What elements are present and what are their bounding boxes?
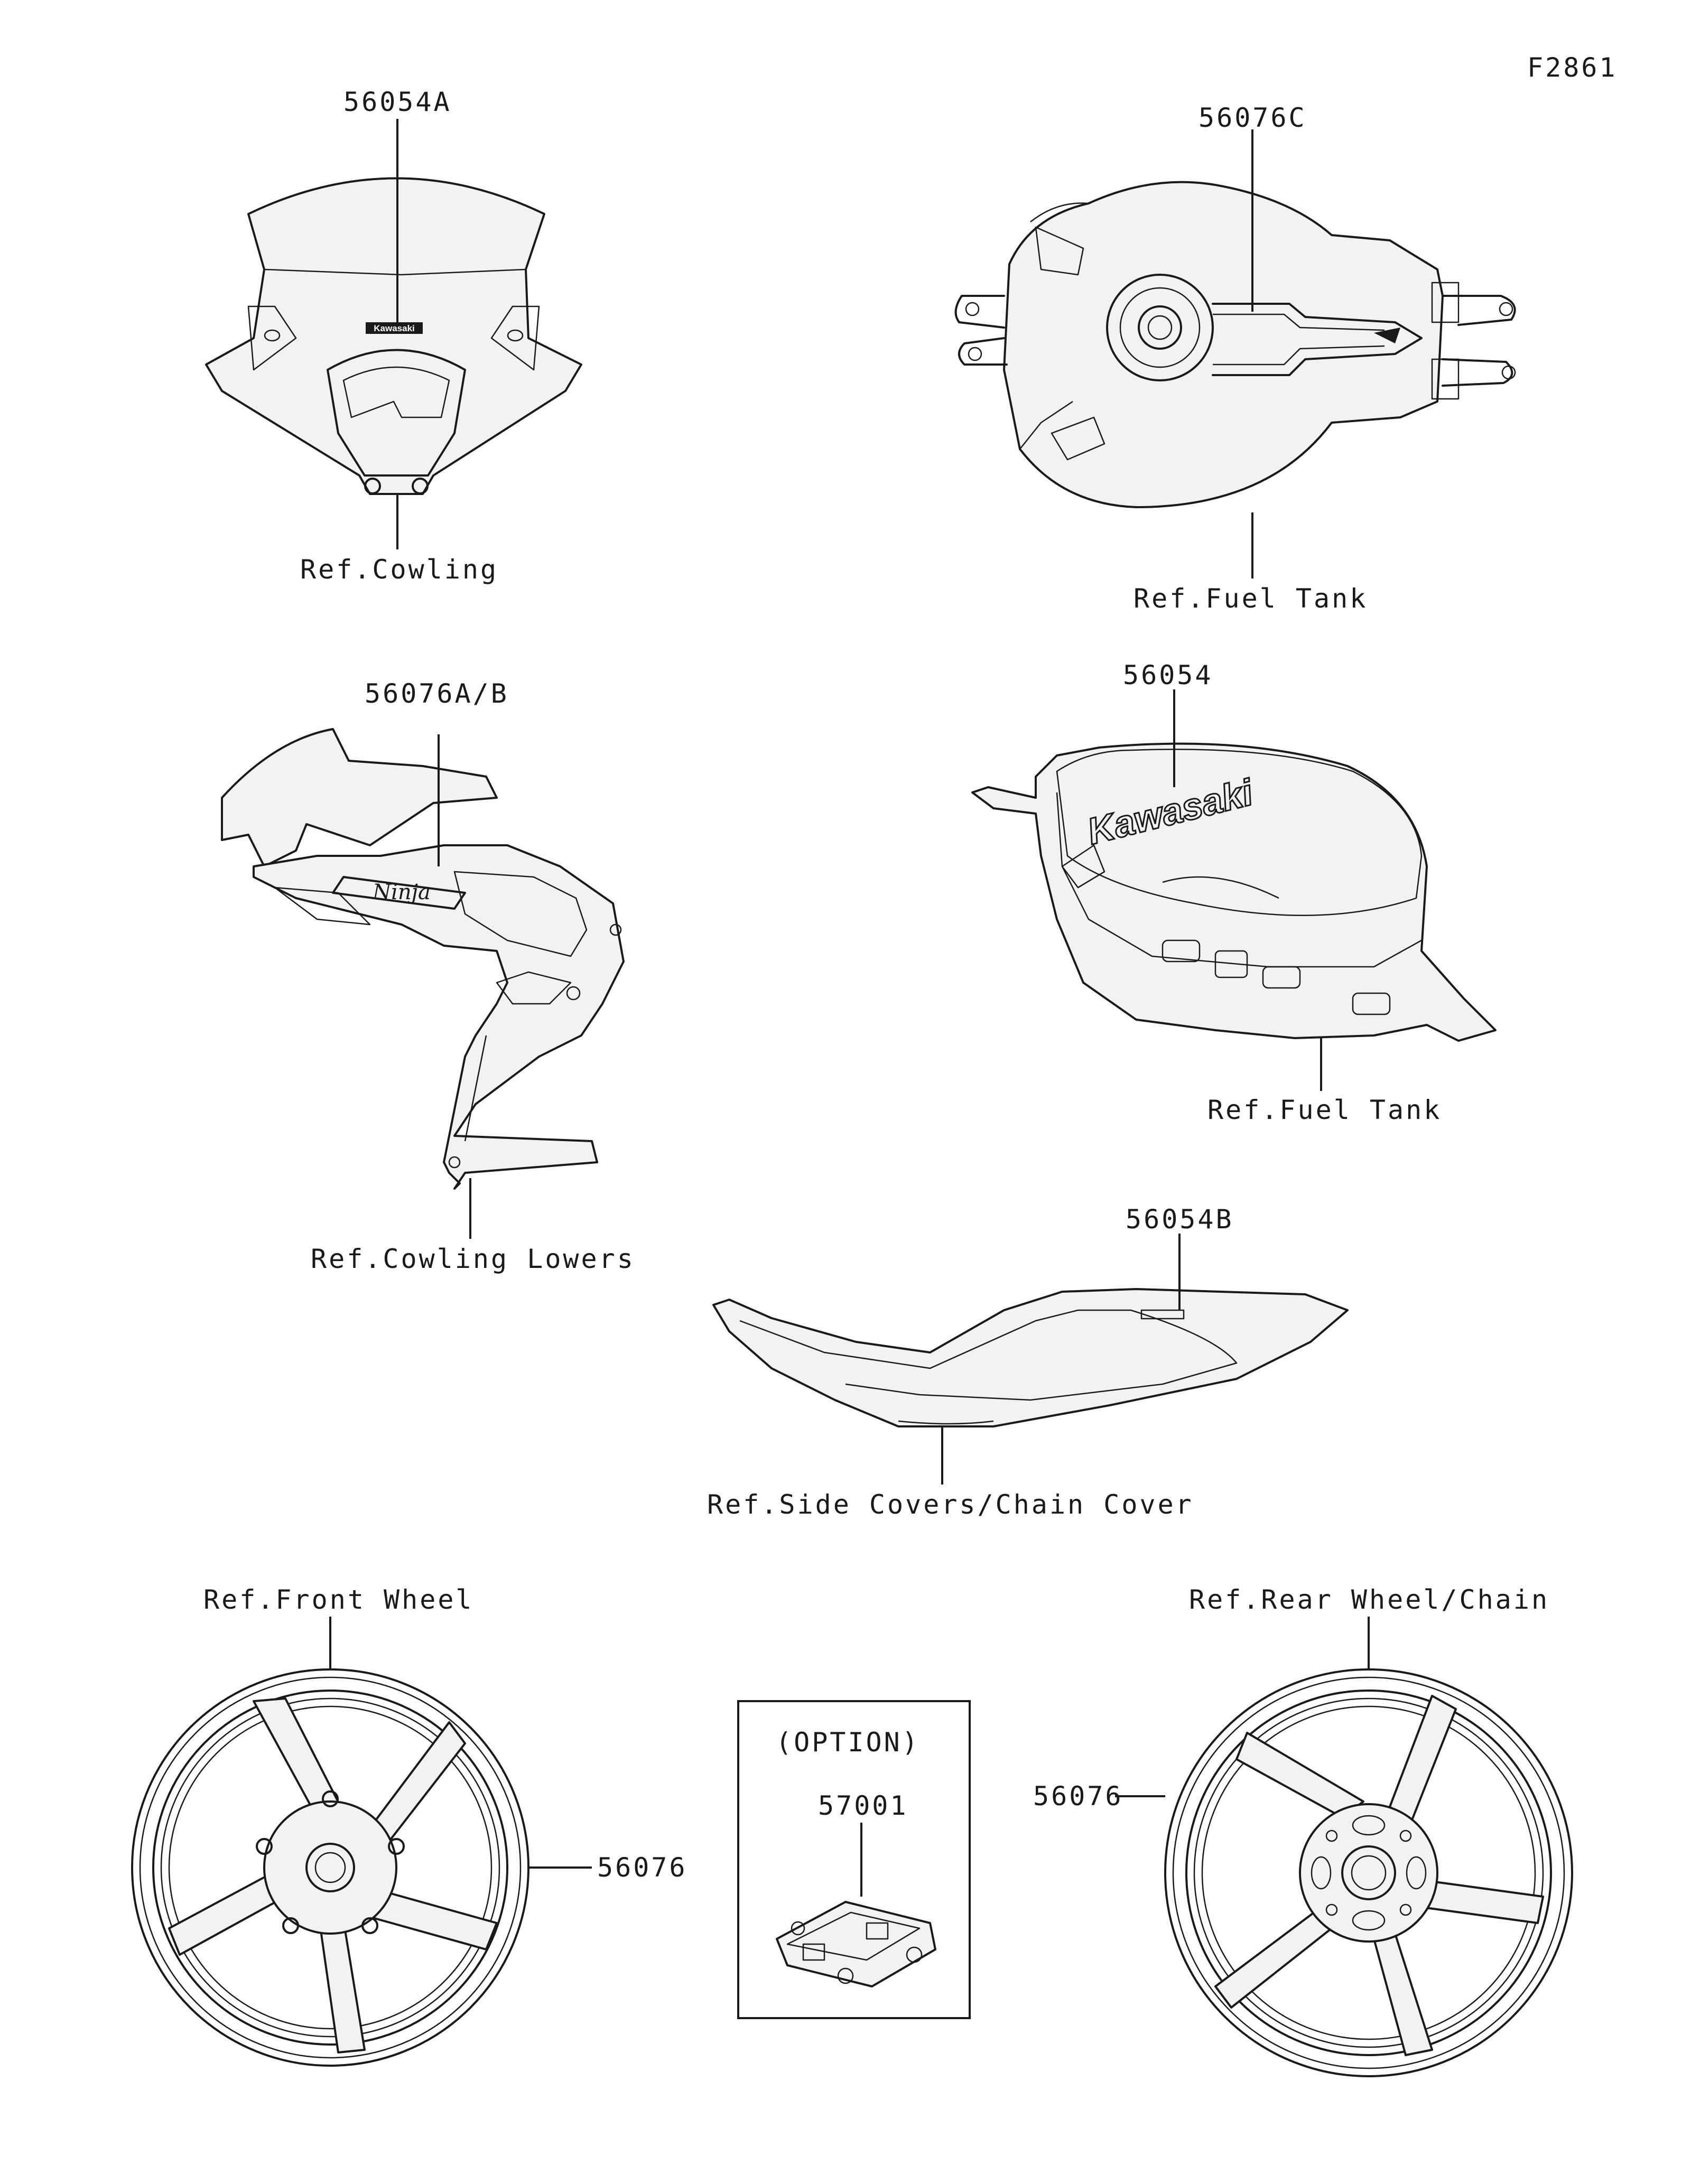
ninja-decal bbox=[332, 876, 466, 910]
front-disc-carrier bbox=[263, 1800, 397, 1935]
callout-56054: 56054 bbox=[1123, 660, 1213, 690]
tank-top-outline bbox=[1003, 181, 1444, 508]
ref-fuel-tank-top: Ref.Fuel Tank bbox=[1133, 583, 1368, 614]
rear-sprocket-carrier bbox=[1299, 1803, 1438, 1943]
callout-57001: 57001 bbox=[818, 1790, 908, 1821]
ref-fuel-tank-side: Ref.Fuel Tank bbox=[1207, 1095, 1442, 1125]
windshield-decal-text: Kawasaki bbox=[374, 323, 415, 333]
ref-side-covers-chain-cover: Ref.Side Covers/Chain Cover bbox=[707, 1489, 1194, 1520]
front-wheel-spokes bbox=[168, 1697, 498, 2054]
rear-wheel-spokes bbox=[1214, 1695, 1544, 2056]
callout-rear-56076: 56076 bbox=[1033, 1781, 1123, 1812]
windshield-outline bbox=[205, 177, 582, 495]
callout-front-56076: 56076 bbox=[597, 1852, 687, 1883]
ref-rear-wheel-chain: Ref.Rear Wheel/Chain bbox=[1189, 1584, 1549, 1615]
option-label: (OPTION) bbox=[776, 1727, 920, 1758]
side-cover-outline bbox=[712, 1288, 1349, 1427]
side-cover bbox=[712, 1288, 1349, 1427]
windshield-decal bbox=[366, 322, 423, 334]
tank-stripe-decal bbox=[1212, 303, 1423, 376]
ref-front-wheel: Ref.Front Wheel bbox=[203, 1584, 474, 1615]
ref-cowling: Ref.Cowling bbox=[300, 554, 498, 585]
fuel-cap-icon bbox=[1106, 274, 1214, 381]
side-cowling: Ninja bbox=[221, 728, 625, 1190]
windshield-assembly: Kawasaki bbox=[205, 177, 582, 495]
fuel-tank-top bbox=[954, 181, 1516, 508]
option-clip-part bbox=[776, 1901, 936, 1987]
option-box bbox=[737, 1700, 971, 2019]
mount-right-icon bbox=[412, 478, 429, 494]
tank-bracket-left bbox=[954, 295, 1008, 366]
cowling-outline bbox=[253, 844, 625, 1190]
headlight-opening bbox=[327, 349, 466, 477]
callout-56076C: 56076C bbox=[1198, 102, 1307, 133]
callout-56054B: 56054B bbox=[1126, 1204, 1234, 1235]
ref-cowling-lowers: Ref.Cowling Lowers bbox=[311, 1244, 635, 1274]
figure-code: F2861 bbox=[1527, 52, 1618, 83]
callout-56076A-B: 56076A/B bbox=[365, 678, 509, 709]
callout-56054A: 56054A bbox=[343, 87, 452, 117]
fuel-tank-side: Kawasaki bbox=[971, 742, 1497, 1042]
mount-left-icon bbox=[364, 478, 381, 494]
ninja-decal-text: Ninja bbox=[372, 880, 431, 904]
cowling-upper-fin bbox=[221, 728, 498, 867]
rear-wheel bbox=[1164, 1668, 1573, 2077]
tank-bracket-right bbox=[1442, 295, 1516, 387]
front-wheel bbox=[131, 1668, 529, 2067]
